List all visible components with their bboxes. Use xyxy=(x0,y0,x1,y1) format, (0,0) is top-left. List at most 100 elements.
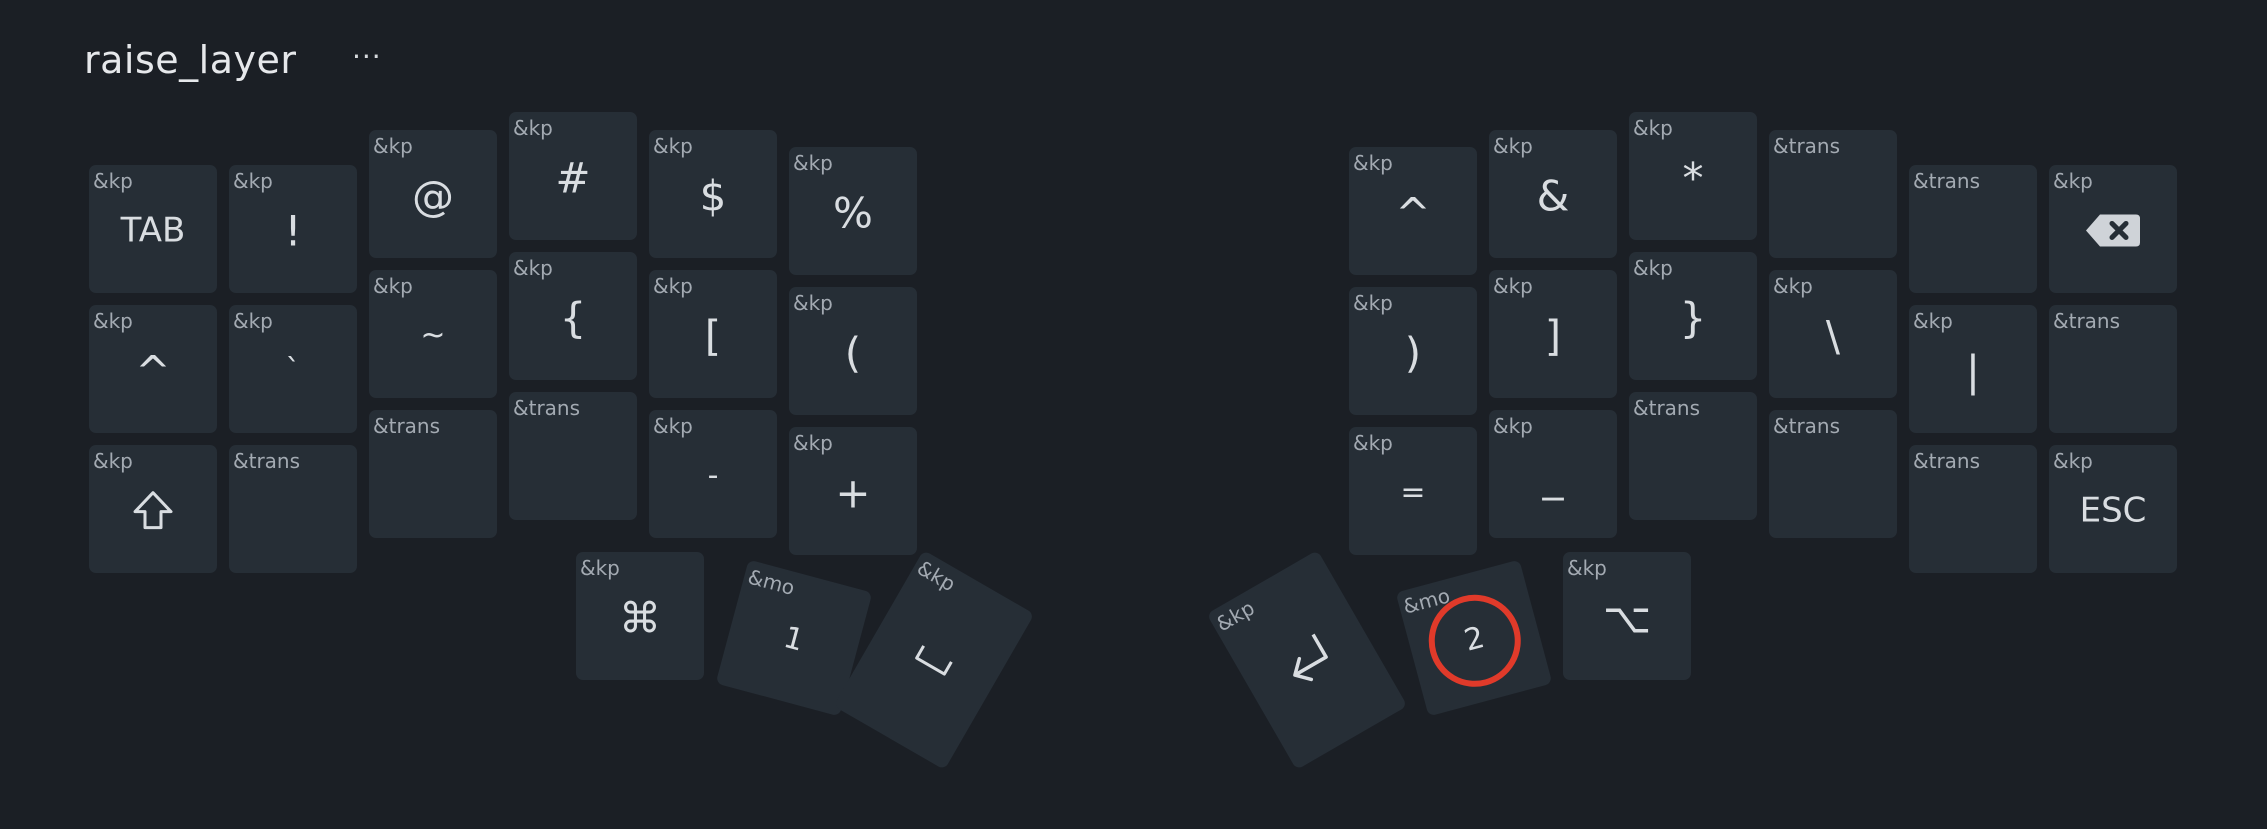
key-equals[interactable]: &kp = xyxy=(1349,427,1477,555)
key-legend: $ xyxy=(699,171,727,221)
key-trans[interactable]: &trans xyxy=(1769,130,1897,258)
key-binding: &kp xyxy=(1493,134,1533,158)
key-percent[interactable]: &kp % xyxy=(789,147,917,275)
backspace-icon xyxy=(2086,214,2140,247)
key-binding: &trans xyxy=(1913,449,1981,473)
key-trans[interactable]: &trans xyxy=(2049,305,2177,433)
key-legend: ` xyxy=(285,352,301,388)
key-legend: ) xyxy=(1404,328,1422,378)
key-legend: # xyxy=(555,153,591,203)
key-legend: ! xyxy=(284,206,302,256)
key-command[interactable]: &kp ⌘ xyxy=(576,552,704,680)
key-left-brace[interactable]: &kp { xyxy=(509,252,637,380)
key-plus[interactable]: &kp + xyxy=(789,427,917,555)
key-pipe[interactable]: &kp | xyxy=(1909,305,2037,433)
key-legend: ( xyxy=(844,328,862,378)
key-binding: &kp xyxy=(793,291,833,315)
key-binding: &kp xyxy=(2053,169,2093,193)
key-grave[interactable]: &kp ` xyxy=(229,305,357,433)
key-binding: &trans xyxy=(1633,396,1701,420)
key-trans[interactable]: &trans xyxy=(509,392,637,520)
key-legend xyxy=(872,618,995,703)
key-binding: &kp xyxy=(653,134,693,158)
key-trans[interactable]: &trans xyxy=(1909,445,2037,573)
key-legend: ] xyxy=(1544,311,1562,361)
key-legend: } xyxy=(1679,293,1707,343)
key-backslash[interactable]: &kp \ xyxy=(1769,270,1897,398)
key-legend xyxy=(2049,212,2177,248)
key-return[interactable]: &kp xyxy=(1206,550,1408,770)
key-binding: &kp xyxy=(653,414,693,438)
key-legend: \ xyxy=(1825,311,1841,361)
key-esc[interactable]: &kp ESC xyxy=(2049,445,2177,573)
key-right-paren[interactable]: &kp ) xyxy=(1349,287,1477,415)
key-trans[interactable]: &trans xyxy=(1629,392,1757,520)
key-legend: _ xyxy=(1542,451,1564,501)
key-trans[interactable]: &trans xyxy=(1769,410,1897,538)
key-legend: ESC xyxy=(2079,490,2147,531)
key-legend xyxy=(89,490,217,532)
key-at[interactable]: &kp @ xyxy=(369,130,497,258)
key-binding: &kp xyxy=(793,431,833,455)
key-binding: &kp xyxy=(913,555,960,597)
key-legend: { xyxy=(559,293,587,343)
key-legend-highlighted: 2 xyxy=(1408,606,1541,673)
key-binding: &trans xyxy=(373,414,441,438)
key-binding: &kp xyxy=(1773,274,1813,298)
key-caret-right[interactable]: &kp ^ xyxy=(1349,147,1477,275)
key-binding: &kp xyxy=(233,309,273,333)
key-binding: &kp xyxy=(653,274,693,298)
return-icon xyxy=(1293,633,1328,682)
layer-menu-button[interactable]: ··· xyxy=(352,40,382,73)
key-trans[interactable]: &trans xyxy=(1909,165,2037,293)
key-trans[interactable]: &trans xyxy=(369,410,497,538)
key-legend: = xyxy=(1400,474,1426,510)
key-legend: | xyxy=(1965,346,1981,396)
key-binding: &trans xyxy=(1773,134,1841,158)
key-binding: &trans xyxy=(1773,414,1841,438)
key-binding: &kp xyxy=(1633,116,1673,140)
key-binding: &trans xyxy=(513,396,581,420)
key-legend: + xyxy=(835,468,871,518)
key-legend: % xyxy=(833,188,873,238)
key-legend: * xyxy=(1682,153,1704,203)
key-binding: &kp xyxy=(1493,274,1533,298)
key-backspace[interactable]: &kp xyxy=(2049,165,2177,293)
key-legend: ~ xyxy=(420,317,446,353)
key-legend: [ xyxy=(704,311,722,361)
key-right-bracket[interactable]: &kp ] xyxy=(1489,270,1617,398)
key-left-bracket[interactable]: &kp [ xyxy=(649,270,777,398)
key-trans[interactable]: &trans xyxy=(229,445,357,573)
key-layer-2[interactable]: &mo 2 xyxy=(1395,559,1553,717)
key-exclamation[interactable]: &kp ! xyxy=(229,165,357,293)
key-binding: &kp xyxy=(793,151,833,175)
key-caret[interactable]: &kp ^ xyxy=(89,305,217,433)
key-option[interactable]: &kp ⌥ xyxy=(1563,552,1691,680)
key-shift[interactable]: &kp xyxy=(89,445,217,573)
key-binding: &kp xyxy=(93,449,133,473)
key-binding: &trans xyxy=(1913,169,1981,193)
key-binding: &kp xyxy=(373,134,413,158)
key-tab[interactable]: &kp TAB xyxy=(89,165,217,293)
key-left-paren[interactable]: &kp ( xyxy=(789,287,917,415)
key-legend: ^ xyxy=(1395,188,1431,238)
key-right-brace[interactable]: &kp } xyxy=(1629,252,1757,380)
key-binding: &trans xyxy=(2053,309,2121,333)
key-binding: &kp xyxy=(233,169,273,193)
key-legend: TAB xyxy=(120,210,186,251)
key-minus[interactable]: &kp - xyxy=(649,410,777,538)
shift-icon xyxy=(133,491,173,530)
key-dollar[interactable]: &kp $ xyxy=(649,130,777,258)
key-legend: & xyxy=(1536,171,1570,221)
key-legend: ^ xyxy=(135,346,171,396)
key-asterisk[interactable]: &kp * xyxy=(1629,112,1757,240)
key-binding: &kp xyxy=(1493,414,1533,438)
key-space[interactable]: &kp xyxy=(833,550,1035,770)
key-binding: &kp xyxy=(1913,309,1953,333)
key-ampersand[interactable]: &kp & xyxy=(1489,130,1617,258)
key-legend: 1 xyxy=(779,619,808,659)
key-binding: &kp xyxy=(373,274,413,298)
key-tilde[interactable]: &kp ~ xyxy=(369,270,497,398)
key-hash[interactable]: &kp # xyxy=(509,112,637,240)
key-underscore[interactable]: &kp _ xyxy=(1489,410,1617,538)
